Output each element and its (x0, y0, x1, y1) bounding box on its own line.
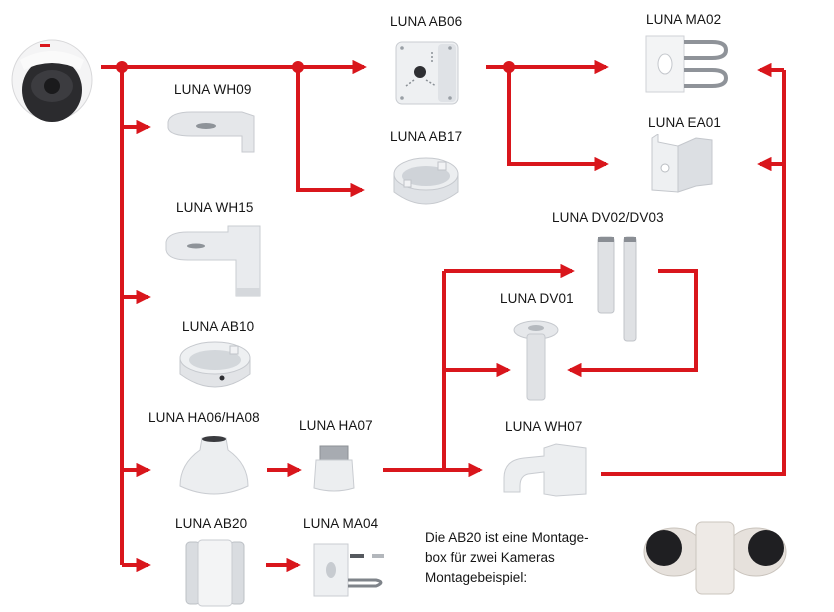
product-label-ab17: LUNA AB17 (390, 129, 463, 144)
product-label-dv0203: LUNA DV02/DV03 (552, 210, 664, 225)
product-label-ma02: LUNA MA02 (646, 12, 722, 27)
corner-mount-bracket-icon (648, 134, 720, 194)
product-label-ma04: LUNA MA04 (303, 516, 379, 531)
edge-ab06-ea01 (507, 67, 609, 172)
product-label-wh09: LUNA WH09 (174, 82, 252, 97)
dome-camera-icon (6, 30, 98, 126)
note-line: Die AB20 ist eine Montage- (425, 530, 589, 545)
junction-box-round-icon (176, 338, 254, 396)
edge-camera-ab17 (296, 67, 365, 198)
pendant-adapter-small-icon (312, 444, 356, 494)
junction-box-round-icon (390, 152, 462, 214)
dual-camera-example-icon (640, 518, 790, 596)
product-label-wh07: LUNA WH07 (505, 419, 583, 434)
product-label-ab20: LUNA AB20 (175, 516, 248, 531)
pole-mount-plate-icon (310, 542, 388, 598)
wall-bracket-short-icon (162, 106, 260, 156)
extension-pole-icon (594, 233, 640, 345)
product-label-ab06: LUNA AB06 (390, 14, 463, 29)
wall-mount-gooseneck-icon (500, 442, 592, 498)
note-line: Montagebeispiel: (425, 570, 528, 585)
junction-dot (503, 61, 515, 73)
product-label-ha07: LUNA HA07 (299, 418, 373, 433)
product-label-ab10: LUNA AB10 (182, 319, 255, 334)
product-label-dv01: LUNA DV01 (500, 291, 574, 306)
pendant-pole-icon (512, 318, 560, 404)
junction-box-square-icon (392, 38, 462, 110)
product-label-ha0608: LUNA HA06/HA08 (148, 410, 260, 425)
junction-dot (292, 61, 304, 73)
pendant-adapter-icon (176, 434, 252, 500)
note-line: box für zwei Kameras (425, 550, 555, 565)
pole-mount-bracket-icon (640, 34, 732, 94)
dual-camera-box-icon (182, 538, 248, 608)
junction-dot (116, 61, 128, 73)
product-label-wh15: LUNA WH15 (176, 200, 254, 215)
wall-bracket-icon (162, 222, 266, 300)
ab20-note: Die AB20 ist eine Montage- box für zwei … (425, 528, 589, 588)
product-label-ea01: LUNA EA01 (648, 115, 721, 130)
